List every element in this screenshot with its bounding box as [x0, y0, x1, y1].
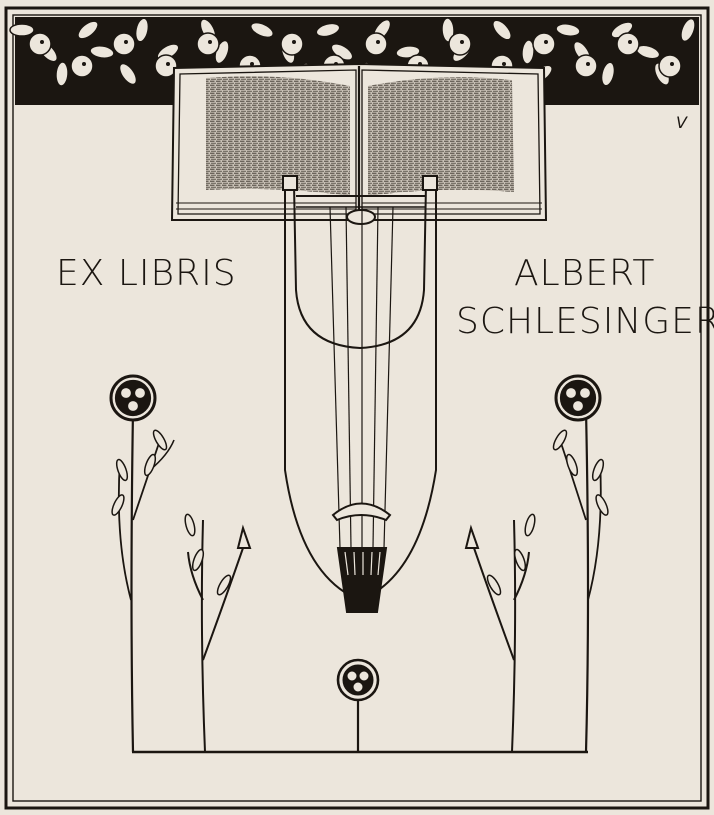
stem-leaf — [552, 429, 568, 451]
lyre-tailpiece — [336, 547, 388, 613]
garland-leaf — [55, 61, 69, 87]
ex-libris-label: EX LIBRIS — [56, 253, 237, 294]
garland-fruit — [532, 32, 556, 56]
garland-leaf — [118, 62, 138, 86]
owner-last-name: SCHLESINGER — [456, 301, 714, 342]
right-short-flower — [464, 519, 530, 753]
garland-fruit — [616, 32, 640, 56]
garland-leaf — [492, 19, 512, 41]
book-left-page-text — [206, 76, 350, 196]
garland-fruit-highlight — [208, 40, 212, 44]
lyre — [282, 175, 438, 613]
stem-leaf — [513, 548, 527, 572]
stem-leaf — [184, 513, 196, 537]
stem-leaf — [111, 494, 125, 516]
lyre-strings — [329, 206, 394, 549]
garland-leaf — [521, 39, 535, 65]
garland-fruit-highlight — [502, 62, 506, 66]
owner-first-name: ALBERT — [514, 253, 655, 294]
stem-leaf — [152, 429, 168, 451]
stem-leaf — [115, 458, 129, 482]
garland-fruit — [154, 54, 178, 78]
garland-fruit — [70, 54, 94, 78]
stem-leaf — [565, 453, 579, 477]
center-flower — [336, 658, 380, 752]
garland-leaf — [89, 45, 115, 59]
garland-fruit — [658, 54, 682, 78]
garland-fruit-highlight — [670, 62, 674, 66]
garland-leaf — [250, 21, 274, 39]
garland-fruit-highlight — [124, 40, 128, 44]
stem-leaf — [524, 513, 536, 537]
left-tall-flower — [109, 374, 175, 753]
lyre-left-arm — [284, 180, 356, 599]
garland-fruit — [364, 32, 388, 56]
garland-fruit-highlight — [40, 40, 44, 44]
stem-leaf — [216, 574, 232, 596]
garland-leaf — [555, 23, 581, 37]
garland-fruit-highlight — [628, 40, 632, 44]
right-tall-flower — [554, 374, 602, 753]
left-short-flower — [187, 519, 252, 753]
stem-leaf — [143, 453, 157, 477]
lyre-inner-curve — [293, 183, 427, 350]
lyre-tuning-peg — [346, 209, 376, 225]
garland-fruit — [112, 32, 136, 56]
garland-leaf — [315, 22, 341, 38]
stem-leaf — [591, 458, 605, 482]
garland-leaf — [600, 61, 616, 87]
garland-fruit-highlight — [460, 40, 464, 44]
garland-fruit-highlight — [250, 62, 254, 66]
stem-leaf — [486, 574, 502, 596]
garland-fruit-highlight — [544, 40, 548, 44]
garland-fruit-highlight — [376, 40, 380, 44]
garland-fruit — [448, 32, 472, 56]
garland-fruit — [196, 32, 220, 56]
garland-fruit — [28, 32, 52, 56]
garland-leaf — [680, 17, 696, 43]
stem-leaf — [595, 494, 609, 516]
garland-fruit — [574, 54, 598, 78]
lyre-bridge — [331, 502, 392, 522]
book-right-page-text — [368, 77, 514, 196]
garland-leaf — [77, 20, 99, 40]
frame-border — [4, 6, 710, 810]
stem-leaf — [191, 548, 205, 572]
garland-fruit-highlight — [82, 62, 86, 66]
garland-leaf — [9, 23, 35, 37]
garland-fruit — [280, 32, 304, 56]
garland-leaf — [134, 17, 150, 43]
garland-fruit-highlight — [166, 62, 170, 66]
artist-monogram: V — [676, 113, 688, 132]
garland-fruit-highlight — [586, 62, 590, 66]
open-book — [170, 62, 548, 221]
garland-fruit-highlight — [292, 40, 296, 44]
